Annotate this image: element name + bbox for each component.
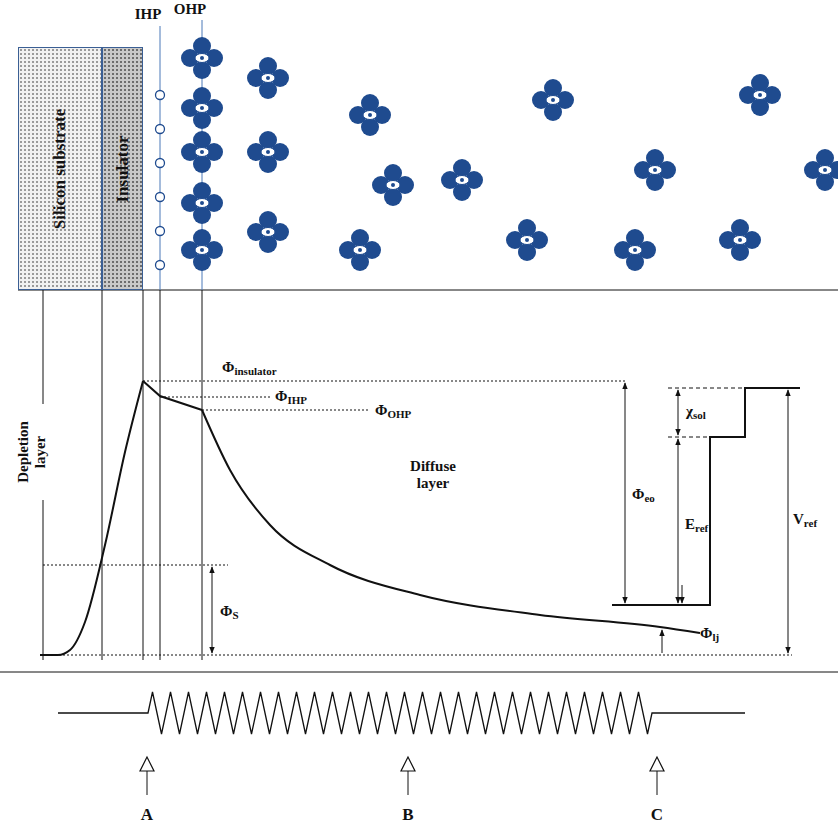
vref-arrow: [788, 390, 789, 653]
potential-label: Vref: [793, 511, 817, 528]
pointer-arrow: [657, 770, 658, 795]
hydrated-ion: [339, 229, 381, 271]
hydrated-ion: [719, 219, 761, 261]
hydrated-ion: [181, 131, 223, 173]
region-label: Depletion layer: [15, 404, 50, 500]
hydrated-ion: [181, 37, 223, 79]
hydrated-ion: [181, 182, 223, 224]
potential-label: Φeo: [632, 486, 655, 503]
adsorbed-ion: [156, 193, 165, 202]
region-label: Diffuse layer: [398, 458, 468, 493]
level-line: [668, 437, 710, 438]
hydrated-ion: [247, 57, 289, 99]
pointer-arrow: [401, 757, 415, 771]
guide-line: [102, 290, 103, 660]
potential-label: ΦIHP: [275, 388, 307, 405]
plane-label: IHP: [135, 6, 162, 23]
potential-label: χsol: [686, 403, 706, 420]
guide-line: [143, 290, 144, 660]
hydrated-ion: [349, 94, 391, 136]
hydrated-ion: [532, 79, 574, 121]
level-line: [43, 565, 228, 566]
guide-line: [160, 290, 161, 660]
pointer-arrow: [140, 757, 154, 771]
level-line: [143, 381, 625, 382]
adsorbed-ion: [156, 227, 165, 236]
adsorbed-ion: [156, 125, 165, 134]
insulator-layer: Insulator: [102, 47, 143, 290]
phi-eo-arrow: [625, 383, 626, 603]
hydrated-ion: [739, 74, 781, 116]
phi-s-arrow: [212, 567, 213, 653]
layer-label: Insulator: [113, 135, 133, 202]
separator-line: [0, 672, 838, 673]
level-line: [160, 397, 270, 398]
hydrated-ion: [181, 229, 223, 271]
phi-lj-arrow: [662, 630, 663, 653]
point-label: B: [402, 805, 413, 825]
pointer-arrow: [650, 757, 664, 771]
potential-label: ΦS: [220, 603, 239, 620]
chi-sol-arrow: [678, 390, 679, 435]
hydrated-ion: [247, 211, 289, 253]
potential-label: ΦOHP: [375, 402, 411, 419]
point-label: A: [141, 805, 153, 825]
potential-label: Φlj: [700, 625, 719, 642]
hydrated-ion: [634, 149, 676, 191]
level-line: [43, 655, 792, 656]
potential-curve: [143, 381, 202, 410]
hydrated-ion: [614, 229, 656, 271]
hydrated-ion: [441, 159, 483, 201]
adsorbed-ion: [156, 159, 165, 168]
hydrated-ion: [506, 219, 548, 261]
hydrated-ion: [804, 149, 838, 191]
small-arrow: [682, 585, 683, 603]
level-line: [668, 388, 745, 389]
resistor-symbol: [58, 692, 745, 734]
adsorbed-ion: [156, 261, 165, 270]
substrate-layer: Silicon substrate: [18, 47, 102, 290]
pointer-arrow: [408, 770, 409, 795]
layer-label: Silicon substrate: [50, 108, 70, 228]
adsorbed-ion: [156, 91, 165, 100]
hydrated-ion: [181, 87, 223, 129]
hydrated-ion: [372, 164, 414, 206]
level-line: [202, 410, 370, 411]
plane-label: OHP: [174, 1, 207, 18]
eref-arrow: [678, 439, 679, 603]
point-label: C: [651, 805, 663, 825]
potential-label: Φinsulator: [222, 359, 277, 376]
pointer-arrow: [147, 770, 148, 795]
reference-step: [612, 388, 800, 605]
guide-line: [202, 290, 203, 660]
potential-label: Eref: [685, 516, 708, 533]
potential-curve: [40, 381, 143, 655]
hydrated-ion: [247, 131, 289, 173]
